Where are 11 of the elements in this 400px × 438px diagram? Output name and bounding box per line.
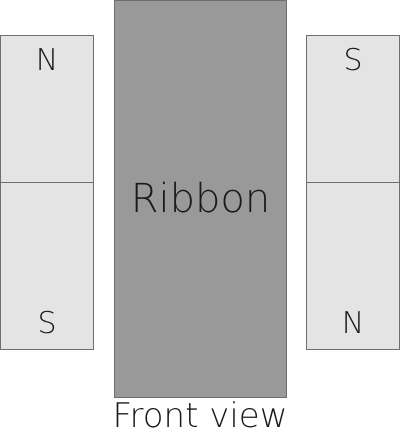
pole-label: N xyxy=(36,46,58,76)
magnet-pole xyxy=(306,35,400,183)
magnet-pole xyxy=(306,182,400,350)
caption: Front view xyxy=(111,398,289,436)
pole-label: S xyxy=(37,309,57,339)
pole-label: S xyxy=(343,46,363,76)
ribbon-strip xyxy=(114,0,287,398)
magnet-pole xyxy=(0,182,94,350)
magnet-pole xyxy=(0,35,94,183)
ribbon-label: Ribbon xyxy=(130,179,270,219)
pole-label: N xyxy=(342,309,364,339)
